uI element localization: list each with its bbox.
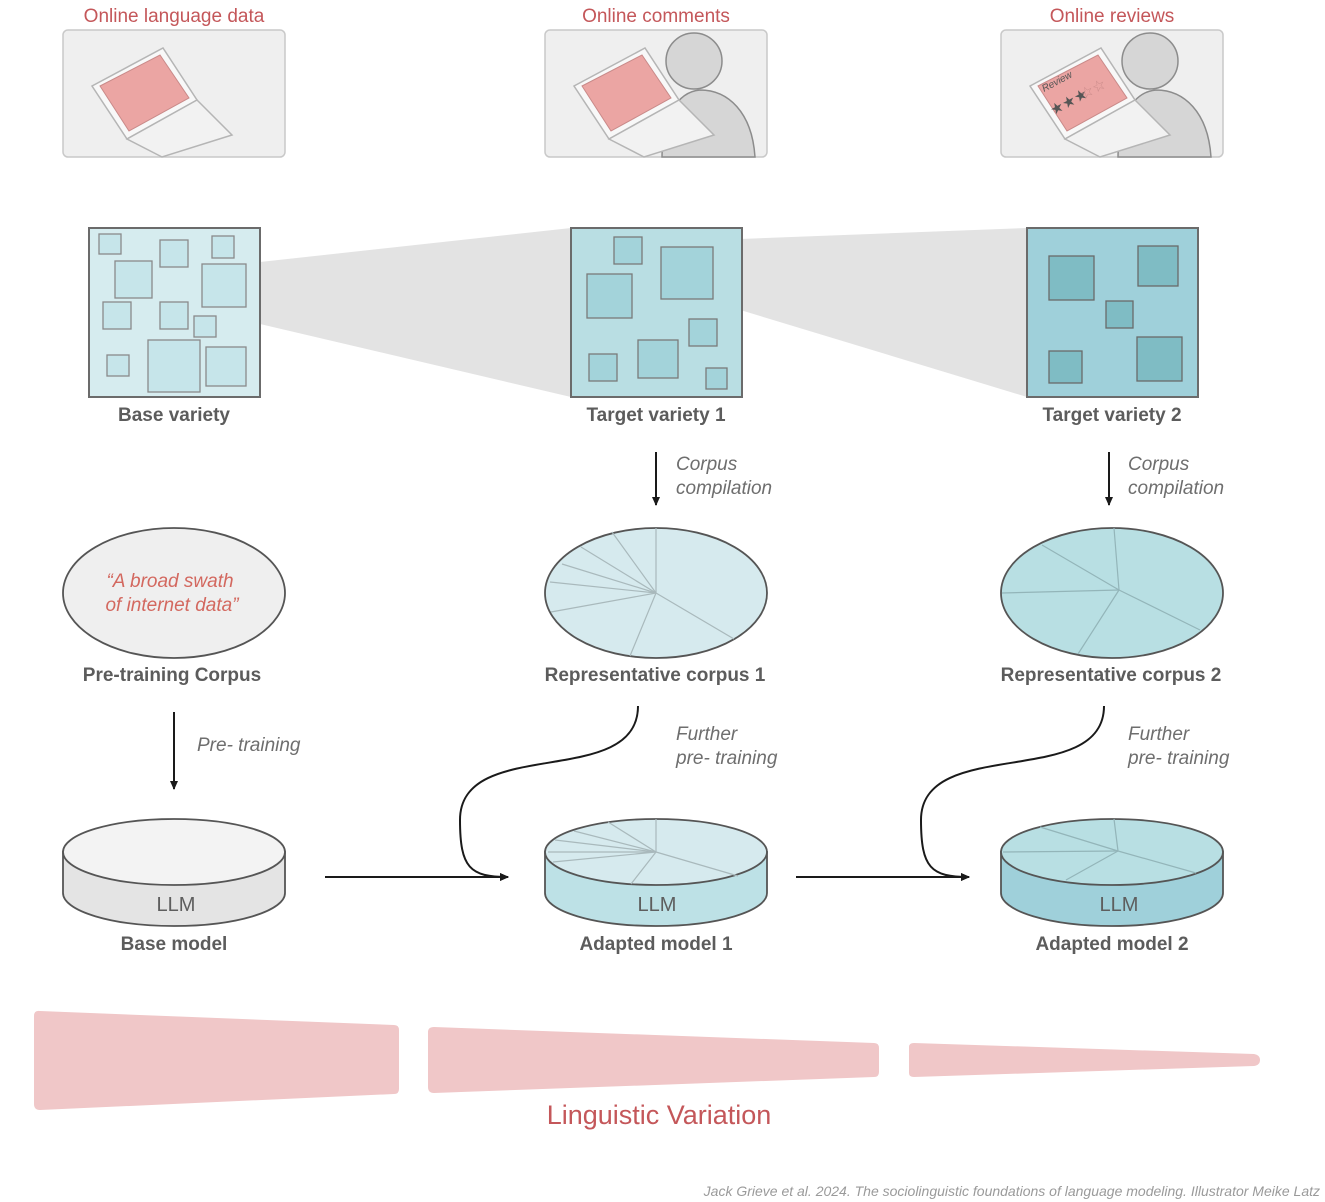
adapted-model-1-cylinder — [544, 818, 768, 927]
pretraining-corpus-label: Pre-training Corpus — [83, 665, 261, 686]
header-online-reviews: Online reviews — [1050, 6, 1175, 27]
base-model-label: Base model — [121, 934, 228, 955]
further-label-1-line1: Further — [676, 724, 738, 745]
compilation-label-2-line1: Corpus — [1128, 454, 1190, 475]
representative-corpus-2-pie — [1000, 527, 1224, 659]
adapted-model-2-label: Adapted model 2 — [1035, 934, 1188, 955]
linguistic-variation-label: Linguistic Variation — [547, 1100, 772, 1130]
variation-wedge-3 — [909, 1043, 1260, 1077]
further-pretraining-arrow-1 — [458, 705, 639, 881]
compilation-label-1-line1: Corpus — [676, 454, 738, 475]
compilation-label-1-line2: compilation — [676, 478, 772, 499]
further-label-2-line1: Further — [1128, 724, 1190, 745]
adapted-model-1-llm-text: LLM — [638, 894, 677, 916]
further-label-2-line2: pre- training — [1127, 748, 1230, 769]
compilation-label-2-line2: compilation — [1128, 478, 1224, 499]
pretraining-corpus-ellipse — [62, 527, 286, 659]
representative-corpus-1-pie — [544, 527, 768, 659]
further-pretraining-arrow-2 — [919, 705, 1105, 881]
laptop-icon — [90, 47, 234, 158]
reviews-panel: Review ★★★ ☆☆ — [1000, 29, 1224, 158]
credit-line: Jack Grieve et al. 2024. The sociolingui… — [703, 1183, 1320, 1199]
variation-wedge-1 — [34, 1010, 399, 1110]
target-variety-2-box — [1026, 227, 1199, 398]
adapted-model-2-cylinder — [1000, 818, 1224, 927]
target-variety-1-label: Target variety 1 — [586, 405, 725, 426]
target-variety-2-label: Target variety 2 — [1042, 405, 1181, 426]
laptop-panel-1 — [62, 29, 286, 158]
laptop-icon — [572, 47, 716, 158]
base-model-cylinder — [62, 818, 286, 927]
representative-corpus-1-label: Representative corpus 1 — [545, 665, 766, 686]
base-model-llm-text: LLM — [157, 894, 196, 916]
zoom-beam-2 — [714, 228, 1027, 397]
representative-corpus-2-label: Representative corpus 2 — [1001, 665, 1222, 686]
laptop-icon — [1028, 47, 1172, 158]
pretraining-quote-line1: “A broad swath — [106, 571, 233, 592]
further-label-1-line2: pre- training — [675, 748, 778, 769]
header-online-language-data: Online language data — [84, 6, 265, 27]
adapted-model-2-llm-text: LLM — [1100, 894, 1139, 916]
header-online-comments: Online comments — [582, 6, 730, 27]
adapted-model-1-label: Adapted model 1 — [579, 934, 733, 955]
comments-panel — [544, 29, 768, 158]
pretraining-quote-line2: of internet data” — [105, 595, 240, 616]
base-variety-label: Base variety — [118, 405, 230, 426]
base-variety-box — [88, 227, 261, 398]
zoom-beam-1 — [260, 228, 571, 397]
linguistic-variation-wedges — [34, 1010, 1260, 1110]
target-variety-1-box — [570, 227, 743, 398]
variation-wedge-2 — [428, 1027, 879, 1093]
pretraining-step-label: Pre- training — [197, 735, 301, 756]
